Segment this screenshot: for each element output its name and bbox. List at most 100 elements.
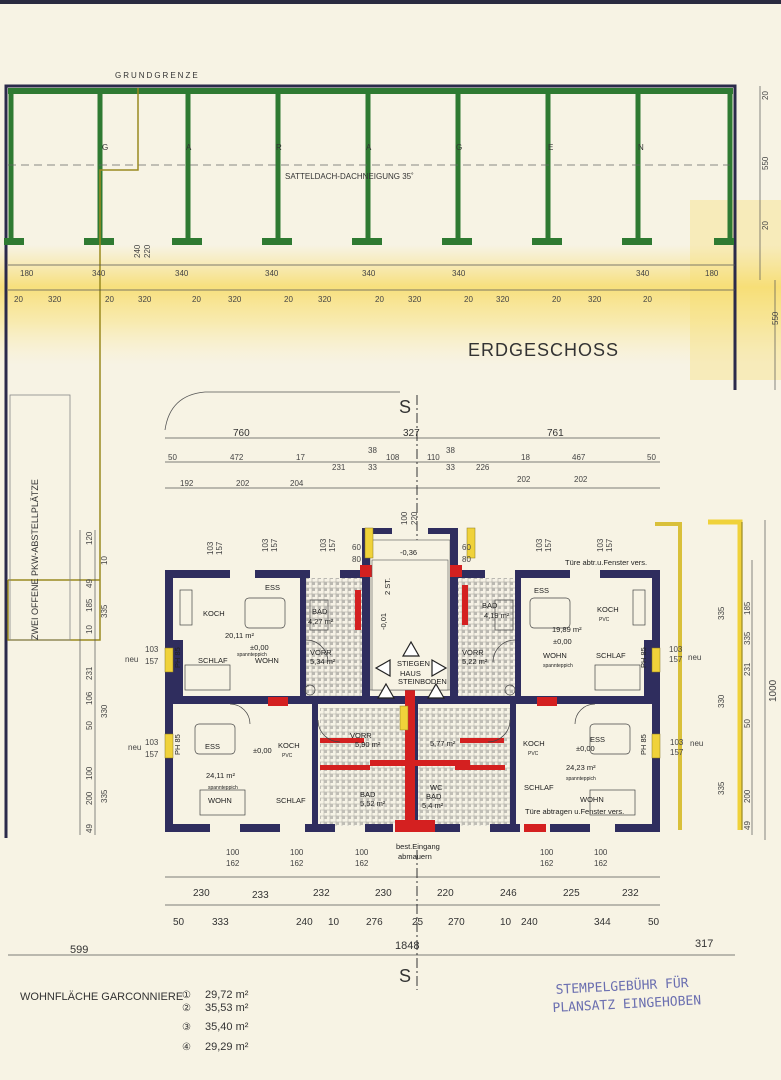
svg-text:SCHLAF: SCHLAF <box>276 796 306 805</box>
boundary-label: GRUNDGRENZE <box>115 71 200 80</box>
svg-text:PH 85: PH 85 <box>639 734 648 755</box>
svg-text:20: 20 <box>761 221 770 230</box>
svg-text:103: 103 <box>261 538 270 552</box>
svg-text:335: 335 <box>100 604 109 618</box>
svg-text:WOHN: WOHN <box>580 795 604 804</box>
svg-text:E: E <box>548 143 553 152</box>
svg-text:±0,00: ±0,00 <box>253 746 272 755</box>
svg-text:①: ① <box>182 990 191 1001</box>
svg-text:ESS: ESS <box>590 735 605 744</box>
svg-text:231: 231 <box>85 666 94 680</box>
svg-text:KOCH: KOCH <box>278 741 300 750</box>
svg-text:550: 550 <box>761 156 770 170</box>
svg-text:103: 103 <box>596 538 605 552</box>
svg-text:10: 10 <box>328 917 340 928</box>
svg-text:108: 108 <box>386 453 400 462</box>
svg-text:SCHLAF: SCHLAF <box>524 783 554 792</box>
svg-text:162: 162 <box>594 859 608 868</box>
svg-text:SCHLAF: SCHLAF <box>198 656 228 665</box>
svg-text:232: 232 <box>313 888 330 899</box>
floor-title: ERDGESCHOSS <box>468 340 619 360</box>
svg-text:760: 760 <box>233 428 250 439</box>
garage-block <box>4 88 734 245</box>
svg-text:5,34 m²: 5,34 m² <box>310 657 336 666</box>
svg-text:G: G <box>456 143 462 152</box>
svg-text:PVC: PVC <box>282 753 293 759</box>
svg-text:202: 202 <box>517 475 531 484</box>
svg-text:80: 80 <box>352 555 361 564</box>
svg-text:60: 60 <box>462 543 471 552</box>
svg-text:VORR: VORR <box>350 731 372 740</box>
svg-text:204: 204 <box>290 479 304 488</box>
svg-text:50: 50 <box>648 917 660 928</box>
svg-text:S: S <box>399 966 411 986</box>
fee-stamp: STEMPELGEBÜHR FÜR PLANSATZ EINGEHOBEN <box>552 974 701 1016</box>
svg-text:340: 340 <box>175 269 189 278</box>
svg-text:24,23 m²: 24,23 m² <box>566 763 596 772</box>
building-dims-top: 760 327 761 <box>233 428 564 439</box>
highlight-band <box>0 245 781 365</box>
svg-text:80: 80 <box>462 555 471 564</box>
svg-text:WOHNFLÄCHE GARCONNIERE: WOHNFLÄCHE GARCONNIERE <box>20 991 183 1003</box>
svg-text:550: 550 <box>771 311 780 325</box>
svg-text:20: 20 <box>552 295 561 304</box>
svg-text:BAD: BAD <box>360 790 376 799</box>
svg-text:HAUS: HAUS <box>400 669 421 678</box>
svg-text:320: 320 <box>496 295 510 304</box>
svg-text:49: 49 <box>743 821 752 830</box>
svg-text:20: 20 <box>464 295 473 304</box>
svg-text:327: 327 <box>403 428 420 439</box>
svg-text:100: 100 <box>400 511 409 525</box>
svg-text:276: 276 <box>366 917 383 928</box>
svg-text:49: 49 <box>85 579 94 588</box>
svg-text:162: 162 <box>290 859 304 868</box>
svg-text:103: 103 <box>206 541 215 555</box>
svg-text:4,27 m²: 4,27 m² <box>308 617 334 626</box>
svg-text:5,52 m²: 5,52 m² <box>360 799 386 808</box>
property-boundary <box>4 84 737 838</box>
svg-text:35,53 m²: 35,53 m² <box>205 1002 249 1014</box>
svg-text:335: 335 <box>100 789 109 803</box>
svg-text:270: 270 <box>448 917 465 928</box>
svg-text:10: 10 <box>85 625 94 634</box>
svg-text:spannteppich: spannteppich <box>208 785 238 791</box>
svg-text:49: 49 <box>85 824 94 833</box>
bottom-dims: 230 233 232 230 220 246 225 232 50 333 2… <box>70 888 713 956</box>
svg-text:WOHN: WOHN <box>255 656 279 665</box>
svg-text:185: 185 <box>743 601 752 615</box>
svg-text:neu: neu <box>128 743 141 752</box>
svg-text:5,77 m²: 5,77 m² <box>430 739 456 748</box>
svg-text:WOHN: WOHN <box>208 796 232 805</box>
svg-text:157: 157 <box>670 748 684 757</box>
svg-text:162: 162 <box>355 859 369 868</box>
svg-text:20: 20 <box>14 295 23 304</box>
left-dims: 10 120 49 185 10 335 231 106 50 330 100 … <box>79 530 109 835</box>
svg-text:neu: neu <box>690 739 703 748</box>
svg-text:103: 103 <box>670 738 684 747</box>
svg-text:761: 761 <box>547 428 564 439</box>
svg-text:18: 18 <box>521 453 530 462</box>
svg-text:240: 240 <box>521 917 538 928</box>
door-arcs <box>229 639 596 743</box>
svg-text:157: 157 <box>328 538 337 552</box>
svg-text:335: 335 <box>743 631 752 645</box>
svg-text:±0,00: ±0,00 <box>576 744 595 753</box>
svg-text:100: 100 <box>355 848 369 857</box>
svg-text:50: 50 <box>85 721 94 730</box>
parking-area <box>9 394 71 641</box>
right-olive-wall <box>655 522 682 830</box>
right-dims: 185 335 231 50 200 49 335 330 335 1000 <box>717 520 779 840</box>
svg-text:335: 335 <box>717 781 726 795</box>
window-marks-yellow <box>164 527 661 759</box>
svg-text:162: 162 <box>540 859 554 868</box>
svg-text:320: 320 <box>318 295 332 304</box>
svg-text:24,11 m²: 24,11 m² <box>206 771 236 780</box>
svg-text:472: 472 <box>230 453 244 462</box>
svg-text:320: 320 <box>138 295 152 304</box>
svg-text:38: 38 <box>368 446 377 455</box>
svg-text:BAD: BAD <box>426 792 442 801</box>
svg-text:200: 200 <box>743 789 752 803</box>
svg-text:157: 157 <box>669 655 683 664</box>
svg-text:220: 220 <box>143 244 152 258</box>
apt-top-left: KOCH ESS 20,11 m² ±0,00 SCHLAF WOHN span… <box>173 583 336 668</box>
